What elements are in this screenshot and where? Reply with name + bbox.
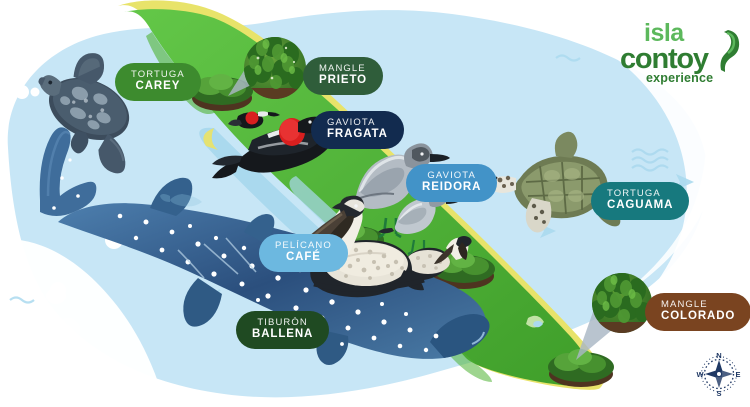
label-line2: CAREY [135,80,181,93]
label-pelicano-cafe[interactable]: PELÍCANO CAFÉ [259,234,348,272]
compass-rose: N S E W [696,351,740,397]
hawksbill-turtle-illustration [38,53,130,174]
label-line2: REIDORA [422,181,482,194]
label-mangle-prieto[interactable]: MANGLE PRIETO [303,57,384,95]
label-line1: PELÍCANO [275,240,332,251]
black-mangrove-closeup-inset [244,37,306,99]
logo-line-contoy: contoy [620,42,709,75]
label-gaviota-reidora[interactable]: GAVIOTA REIDORA [406,164,498,202]
label-line1: TORTUGA [607,188,661,199]
label-mangle-colorado[interactable]: MANGLE COLORADO [645,293,750,331]
red-mangrove-closeup-inset [592,273,652,333]
label-line1: MANGLE [661,299,708,310]
label-line2: PRIETO [319,74,368,87]
label-line2: FRAGATA [327,128,388,141]
mangrove-patch-south-tip [548,349,614,387]
background-fish-icon [160,194,202,207]
compass-north: N [716,351,721,360]
whale-shark-illustration [39,127,490,365]
compass-east: E [735,370,740,379]
label-line1: MANGLE [319,63,366,74]
compass-west: W [696,370,704,379]
label-line1: TORTUGA [131,69,185,80]
label-line2: BALLENA [252,328,314,341]
label-tortuga-carey[interactable]: TORTUGA CAREY [115,63,201,101]
compass-south: S [716,389,721,397]
label-tortuga-caguama[interactable]: TORTUGA CAGUAMA [591,182,690,220]
label-line1: GAVIOTA [427,170,476,181]
label-tiburon-ballena[interactable]: TIBURÓN BALLENA [236,311,330,349]
label-line2: CAGUAMA [607,199,674,212]
label-line1: GAVIOTA [327,117,376,128]
label-line1: TIBURÓN [257,317,308,328]
logo-line-experience: experience [646,71,714,86]
frigatebird-small-illustration [228,111,280,129]
pelican-bird-icon [720,30,740,72]
label-line2: CAFÉ [285,251,321,264]
label-gaviota-fragata[interactable]: GAVIOTA FRAGATA [311,111,404,149]
brown-pelican-small-illustration [400,236,472,281]
label-line2: COLORADO [661,310,736,323]
logo-line-isla: isla [644,19,684,47]
laughing-gull-illustration [332,143,450,239]
brand-logo[interactable]: isla contoy experience [620,19,740,86]
mangrove-patch-north [191,74,253,111]
